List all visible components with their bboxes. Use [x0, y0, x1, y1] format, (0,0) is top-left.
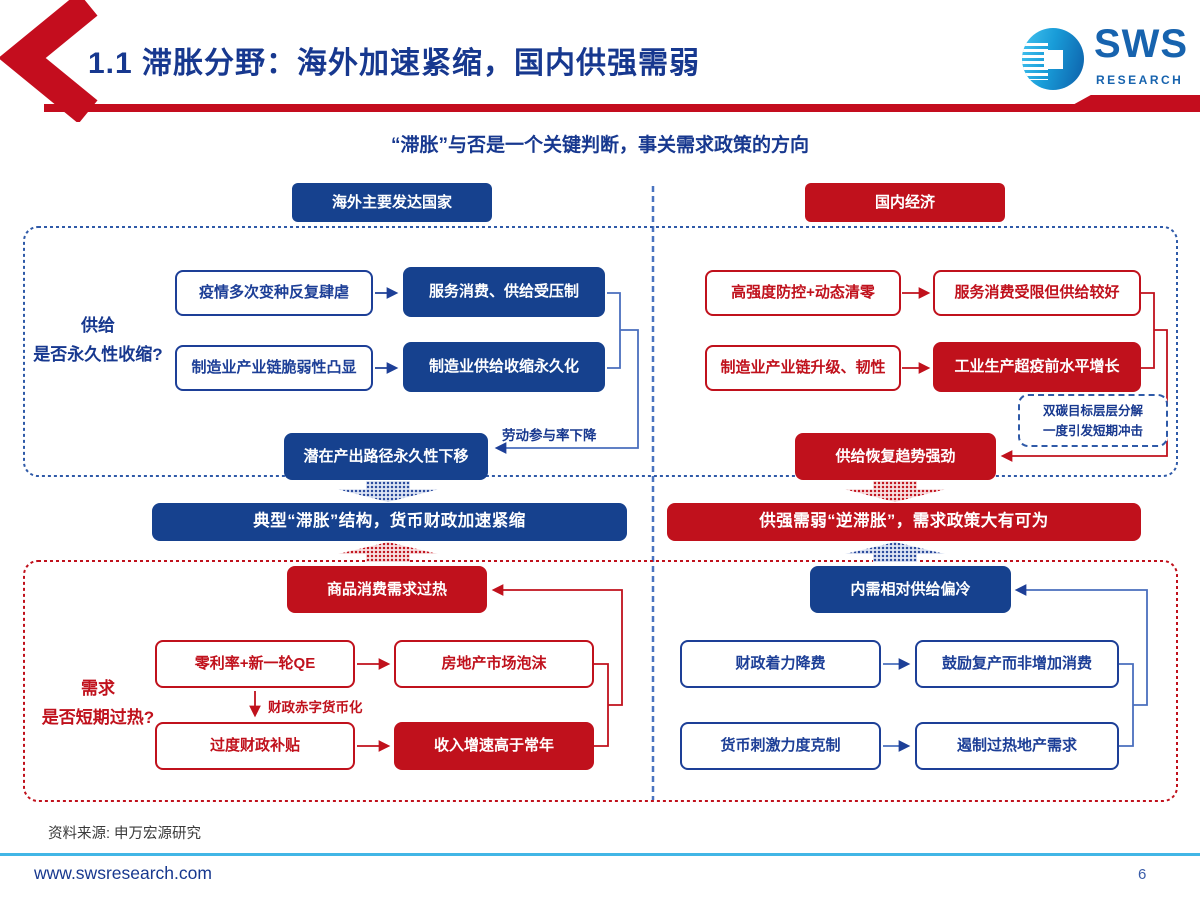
- note-dual-carbon-line2: 一度引发短期冲击: [1042, 423, 1143, 438]
- note-dual-carbon-line1: 双碳目标层层分解: [1042, 403, 1143, 418]
- logo-text: SWS: [1094, 22, 1189, 66]
- header-underline: [44, 104, 1200, 112]
- supply-row-label-line2: 是否永久性收缩?: [33, 344, 163, 364]
- demand-row-label-line1: 需求: [81, 679, 115, 698]
- column-header-overseas: 海外主要发达国家: [292, 183, 492, 222]
- note-fiscal-monetization: 财政赤字货币化: [268, 700, 363, 715]
- source-note: 资料来源: 申万宏源研究: [48, 826, 202, 842]
- node-manufacturing-supply-contraction: 制造业供给收缩永久化: [403, 342, 605, 392]
- footer-divider: [0, 853, 1200, 856]
- demand-row-label-line2: 是否短期过热?: [41, 707, 155, 727]
- sws-coin-icon: [1022, 28, 1084, 90]
- header-underline-riser: [1060, 95, 1200, 112]
- node-industrial-production-growth: 工业生产超疫前水平增长: [933, 342, 1141, 392]
- node-monetary-restraint: 货币刺激力度克制: [680, 722, 881, 770]
- supply-row-label: 供给 是否永久性收缩?: [28, 312, 168, 370]
- node-goods-demand-overheat: 商品消费需求过热: [287, 566, 487, 613]
- node-supply-recovery-strong: 供给恢复趋势强劲: [795, 433, 996, 480]
- note-dual-carbon: 双碳目标层层分解 一度引发短期冲击: [1018, 394, 1168, 447]
- node-excess-fiscal-subsidy: 过度财政补贴: [155, 722, 355, 770]
- sws-logo: SWS RESEARCH: [1022, 22, 1192, 96]
- node-domestic-demand-cold: 内需相对供给偏冷: [810, 566, 1011, 613]
- footer-url: www.swsresearch.com: [34, 863, 212, 883]
- node-fiscal-fee-reduction: 财政着力降费: [680, 640, 881, 688]
- node-zero-rate-qe: 零利率+新一轮QE: [155, 640, 355, 688]
- node-service-consumption-suppressed: 服务消费、供给受压制: [403, 267, 605, 317]
- column-header-domestic: 国内经济: [805, 183, 1005, 222]
- note-labor-participation: 劳动参与率下降: [502, 428, 597, 443]
- node-covid-control: 高强度防控+动态清零: [705, 270, 901, 316]
- node-income-growth-above-normal: 收入增速高于常年: [394, 722, 594, 770]
- slide-subtitle: “滞胀”与否是一个关键判断，事关需求政策的方向: [390, 135, 809, 156]
- node-service-limited-supply-good: 服务消费受限但供给较好: [933, 270, 1141, 316]
- page-title: 1.1 滞胀分野：海外加速紧缩，国内供强需弱: [88, 47, 701, 80]
- node-curb-property-demand: 遏制过热地产需求: [915, 722, 1119, 770]
- node-anti-stagflation: 供强需弱“逆滞胀”，需求政策大有可为: [667, 503, 1141, 541]
- supply-row-label-line1: 供给: [81, 316, 115, 335]
- block-arrow-down-blue-icon: [338, 481, 438, 502]
- node-encourage-production: 鼓励复产而非增加消费: [915, 640, 1119, 688]
- block-arrow-up-blue-icon: [845, 542, 945, 562]
- logo-stripes-icon: [1022, 40, 1048, 80]
- node-property-bubble: 房地产市场泡沫: [394, 640, 594, 688]
- block-arrow-up-red-icon: [338, 542, 438, 562]
- chevron-left-icon: [0, 0, 98, 122]
- node-potential-output-shift: 潜在产出路径永久性下移: [284, 433, 488, 480]
- node-pandemic-variants: 疫情多次变种反复肆虐: [175, 270, 373, 316]
- logo-square-icon: [1044, 50, 1063, 69]
- node-stagflation-structure: 典型“滞胀”结构，货币财政加速紧缩: [152, 503, 627, 541]
- node-manufacturing-chain-fragile: 制造业产业链脆弱性凸显: [175, 345, 373, 391]
- logo-subtext: RESEARCH: [1096, 73, 1184, 87]
- page-number: 6: [1138, 866, 1147, 883]
- block-arrow-down-red-icon: [845, 481, 945, 502]
- node-manufacturing-upgrade: 制造业产业链升级、韧性: [705, 345, 901, 391]
- demand-row-label: 需求 是否短期过热?: [28, 675, 168, 733]
